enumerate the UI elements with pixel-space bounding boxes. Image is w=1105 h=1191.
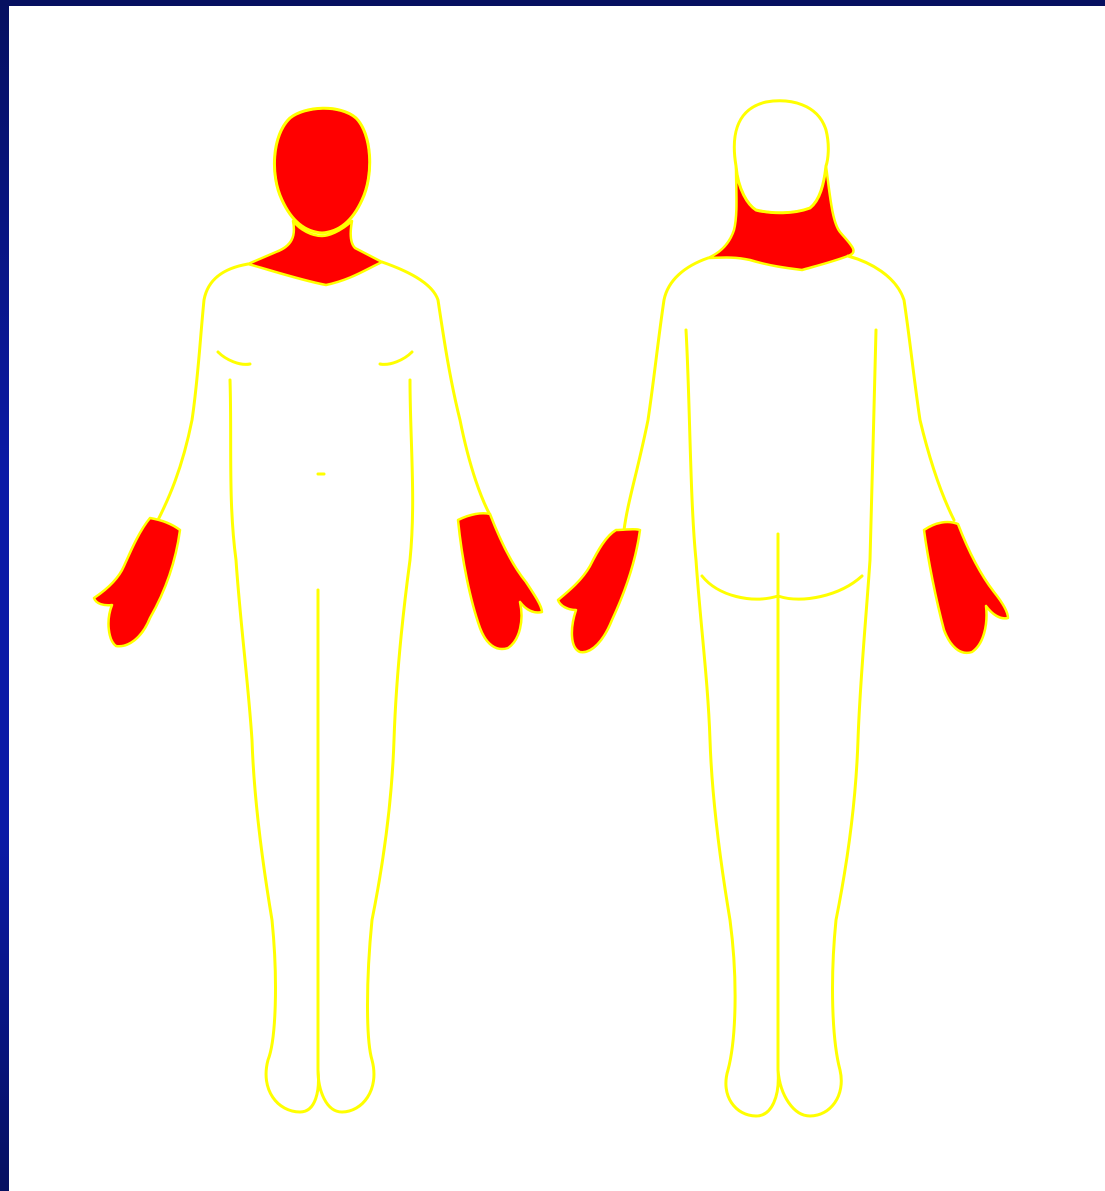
front-chest-lines — [218, 352, 412, 364]
front-body-svg — [0, 0, 560, 1191]
front-right-hand-highlight — [458, 513, 542, 649]
front-left-hand-highlight — [94, 518, 180, 646]
back-right-hand-highlight — [924, 522, 1008, 653]
back-left-hand-highlight — [558, 529, 640, 652]
back-neck-highlight — [708, 166, 853, 270]
figure-front — [0, 0, 560, 1191]
back-body-outline — [624, 256, 954, 1116]
back-head-outline — [734, 101, 828, 213]
front-body-outline — [158, 262, 490, 1112]
figure-back — [540, 0, 1100, 1191]
back-body-svg — [540, 0, 1100, 1191]
